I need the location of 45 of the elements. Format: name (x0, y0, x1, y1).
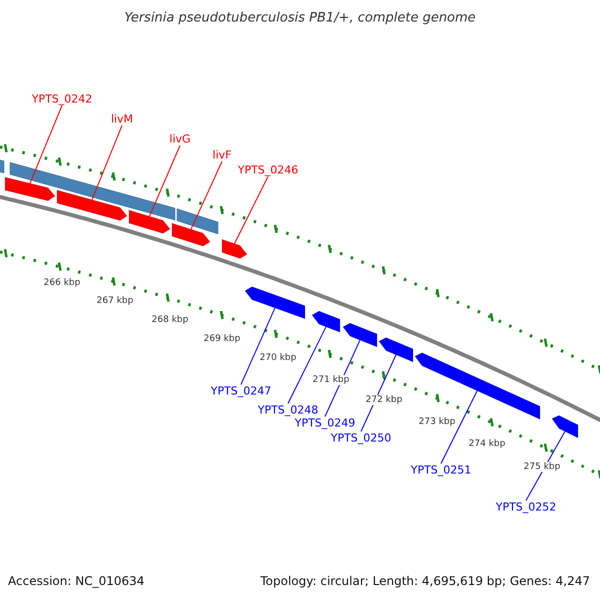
leader-line (324, 340, 360, 417)
gene-label: YPTS_0251 (410, 464, 472, 476)
tick-label: 269 kbp (204, 334, 240, 344)
leader-line (30, 105, 62, 184)
gene-feature (56, 190, 128, 221)
genome-info-text: Topology: circular; Length: 4,695,619 bp; Genes: 4,247 (260, 574, 590, 588)
gene-feature (552, 415, 578, 438)
tick-label: 275 kbp (524, 462, 560, 472)
tick-label: 266 kbp (44, 278, 80, 288)
gene-label: YPTS_0247 (210, 384, 272, 398)
leader-line (360, 354, 396, 432)
gene-label: YPTS_0252 (496, 500, 556, 514)
gene-feature (378, 337, 414, 362)
gene-label: YPTS_0250 (330, 432, 392, 444)
tick-label: 268 kbp (152, 315, 188, 325)
accession-text: Accession: NC_010634 (8, 574, 144, 588)
gene-label: YPTS_0248 (258, 404, 318, 416)
leader-line (190, 161, 222, 230)
leader-line (234, 176, 268, 244)
gene-label: YPTS_0242 (32, 92, 92, 106)
leader-line (240, 307, 276, 385)
tick-label: 274 kbp (468, 439, 506, 449)
leader-line (288, 326, 326, 404)
tick-label: 272 kbp (366, 395, 402, 405)
tick-label: 273 kbp (418, 417, 456, 427)
tick-label: 267 kbp (96, 296, 134, 306)
gene-label: livF (212, 148, 232, 162)
tick-label: 271 kbp (312, 375, 350, 385)
leader-line (92, 125, 122, 200)
gene-feature (4, 176, 56, 202)
leader-line (440, 390, 478, 464)
title: Yersinia pseudotuberculosis PB1/+, complete genome (124, 10, 476, 26)
tick-label: 270 kbp (260, 353, 296, 363)
gene-label: YPTS_0249 (294, 416, 356, 430)
gene-feature (128, 210, 170, 234)
gene-feature (222, 238, 248, 259)
gene-label: YPTS_0246 (238, 164, 298, 176)
gene-feature (342, 322, 378, 348)
gene-label: livM (110, 112, 134, 126)
leader-line (149, 145, 180, 217)
gene-feature (244, 286, 306, 320)
leader-line (526, 430, 566, 501)
gene-label: livG (169, 132, 191, 146)
gene-feature (172, 222, 210, 246)
gene-feature (312, 310, 340, 333)
